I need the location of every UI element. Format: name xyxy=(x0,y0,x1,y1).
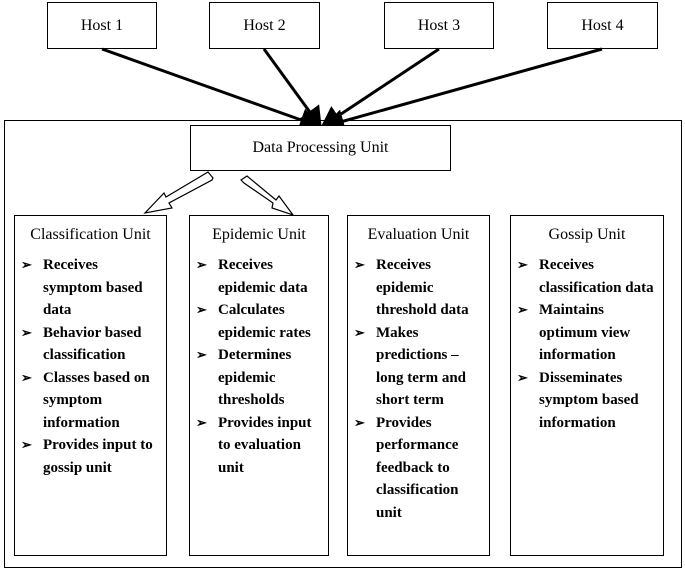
host-2-box: Host 2 xyxy=(209,2,320,49)
item-text: Provides performance feedback to classif… xyxy=(376,414,459,521)
arrow-host1-to-dpu xyxy=(101,47,321,132)
data-processing-unit-label: Data Processing Unit xyxy=(252,139,389,156)
item-text: Receives epidemic threshold data xyxy=(376,257,469,318)
arrow-bullet-icon: ➢ xyxy=(196,347,207,362)
host-1-box: Host 1 xyxy=(47,2,157,49)
list-item: ➢ Provides input to gossip unit xyxy=(21,434,160,479)
list-item: ➢ Calculates epidemic rates xyxy=(196,299,322,344)
host-4-label: Host 4 xyxy=(581,16,624,34)
list-item: ➢ Makes predictions – long term and short… xyxy=(354,322,483,412)
item-text: Receives symptom based data xyxy=(43,257,143,318)
arrow-bullet-icon: ➢ xyxy=(517,369,528,385)
list-item: ➢ Receives epidemic data xyxy=(196,254,322,299)
unit-title: Gossip Unit xyxy=(548,226,626,243)
item-text: Maintains optimum view information xyxy=(539,302,631,363)
arrow-host4-to-dpu xyxy=(323,47,603,133)
arrow-bullet-icon: ➢ xyxy=(196,257,207,272)
host-1-label: Host 1 xyxy=(80,16,124,34)
item-text: Behavior based classification xyxy=(43,324,142,364)
arrow-bullet-icon: ➢ xyxy=(196,414,207,430)
unit-items: ➢ Receives epidemic data ➢ Calculates epid… xyxy=(196,254,322,479)
list-item: ➢ Receives classification data xyxy=(517,254,657,299)
classification-unit-box: Classification Unit ➢ Receives symptom ba… xyxy=(14,215,167,556)
list-item: ➢ Provides input to evaluation unit xyxy=(196,412,322,480)
arrow-bullet-icon: ➢ xyxy=(354,324,365,340)
list-item: ➢ Provides performance feedback to classi… xyxy=(354,412,483,525)
list-item: ➢ Receives epidemic threshold data xyxy=(354,254,483,322)
list-item: ➢ Disseminates symptom based information xyxy=(517,367,657,435)
arrow-bullet-icon: ➢ xyxy=(21,324,32,340)
host-2-label: Host 2 xyxy=(243,16,286,34)
item-text: Provides input to evaluation unit xyxy=(218,414,312,476)
list-item: ➢ Determines epidemic thresholds xyxy=(196,344,322,412)
item-text: Determines epidemic thresholds xyxy=(218,347,292,408)
arrow-host3-to-dpu xyxy=(320,47,440,128)
arrow-bullet-icon: ➢ xyxy=(196,302,207,317)
arrow-host2-to-dpu xyxy=(262,48,322,129)
arrow-bullet-icon: ➢ xyxy=(354,257,365,272)
item-text: Receives classification data xyxy=(539,257,654,296)
host-3-label: Host 3 xyxy=(417,16,461,34)
arrow-bullet-icon: ➢ xyxy=(517,302,528,317)
item-text: Receives epidemic data xyxy=(218,257,308,296)
arrow-bullet-icon: ➢ xyxy=(21,369,32,385)
data-processing-unit-box: Data Processing Unit xyxy=(190,125,451,171)
evaluation-unit-box: Evaluation Unit ➢ Receives epidemic thres… xyxy=(347,215,490,556)
unit-items: ➢ Receives classification data ➢ Maintains… xyxy=(517,254,657,434)
unit-items: ➢ Receives epidemic threshold data ➢ Makes… xyxy=(354,254,483,524)
list-item: ➢ Receives symptom based data xyxy=(21,254,160,322)
unit-title: Evaluation Unit xyxy=(367,226,470,243)
epidemic-unit-box: Epidemic Unit ➢ Receives epidemic data ➢ C… xyxy=(189,215,329,556)
item-text: Calculates epidemic rates xyxy=(218,302,311,341)
list-item: ➢ Classes based on symptom information xyxy=(21,367,160,435)
hollow-arrow-to-epidemic xyxy=(240,175,295,217)
arrow-bullet-icon: ➢ xyxy=(21,257,32,272)
item-text: Classes based on symptom information xyxy=(43,369,150,431)
unit-items: ➢ Receives symptom based data ➢ Behavior b… xyxy=(21,254,160,479)
host-4-box: Host 4 xyxy=(547,2,658,49)
list-item: ➢ Behavior based classification xyxy=(21,322,160,367)
host-3-box: Host 3 xyxy=(384,2,494,49)
arrow-bullet-icon: ➢ xyxy=(354,414,365,430)
item-text: Makes predictions – long term and short … xyxy=(376,324,466,409)
item-text: Disseminates symptom based information xyxy=(539,369,639,431)
arrow-bullet-icon: ➢ xyxy=(517,257,528,272)
item-text: Provides input to gossip unit xyxy=(43,437,153,476)
hollow-arrow-to-classification xyxy=(143,171,214,214)
arrow-bullet-icon: ➢ xyxy=(21,437,32,452)
list-item: ➢ Maintains optimum view information xyxy=(517,299,657,367)
unit-title: Epidemic Unit xyxy=(212,226,306,243)
unit-title: Classification Unit xyxy=(30,226,151,243)
gossip-unit-box: Gossip Unit ➢ Receives classification dat… xyxy=(510,215,664,556)
